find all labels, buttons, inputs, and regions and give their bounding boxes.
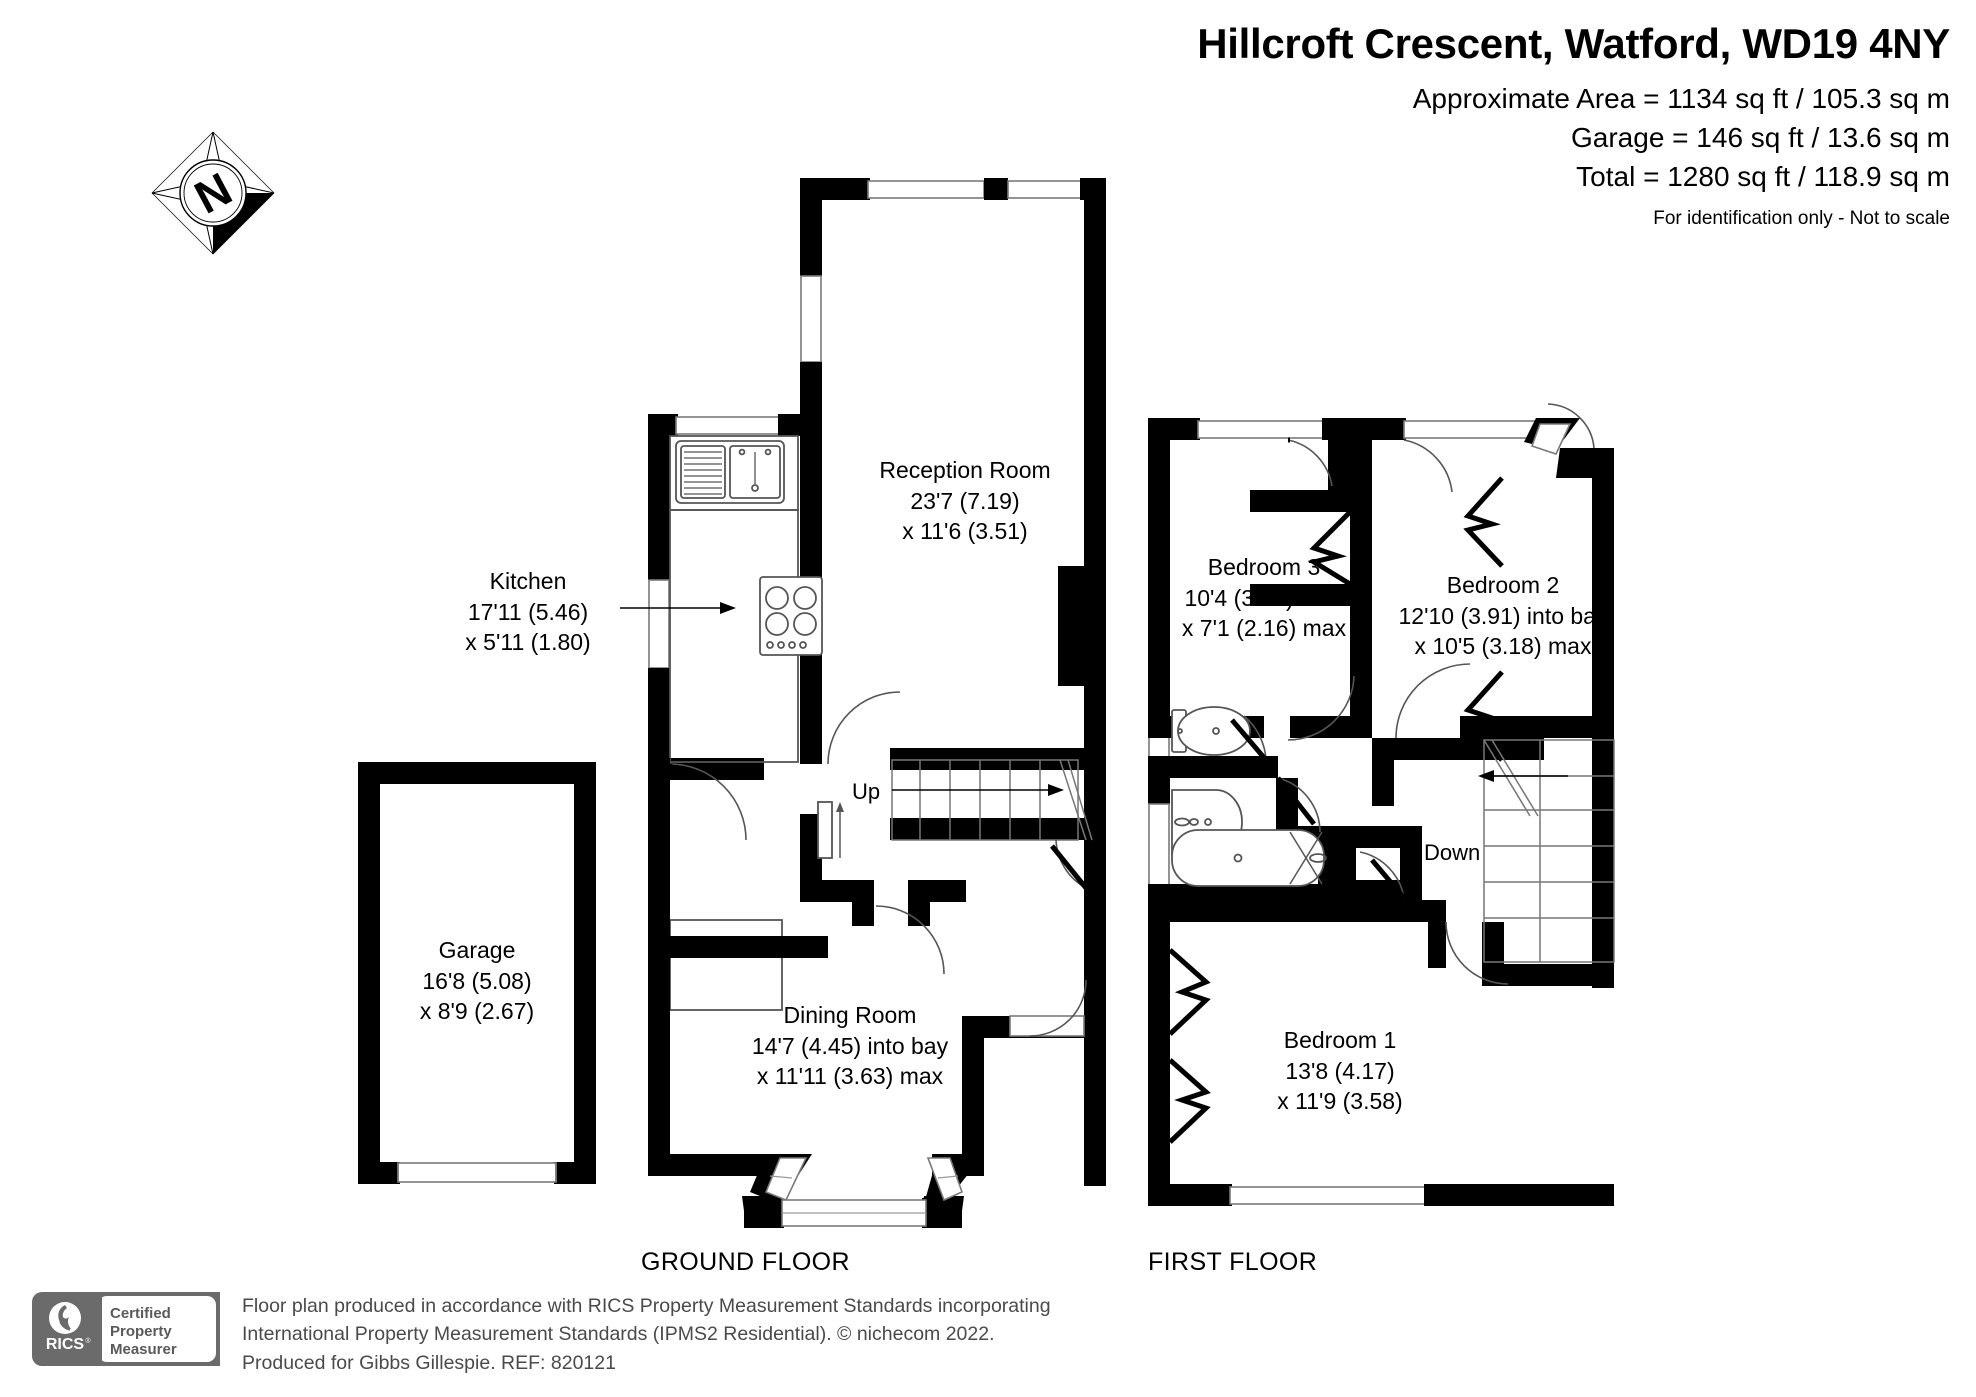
rics-wordmark: RICS <box>46 1336 85 1353</box>
room-label-kitchen: Kitchen 17'11 (5.46) x 5'11 (1.80) <box>428 566 628 658</box>
approximate-area-line: Approximate Area = 1134 sq ft / 105.3 sq… <box>1412 83 1950 115</box>
footer-line-1: Floor plan produced in accordance with R… <box>242 1295 1051 1318</box>
badge-line-certified: Certified <box>110 1305 171 1322</box>
footer-line-2: International Property Measurement Stand… <box>242 1323 995 1346</box>
room-dim1-bedroom-3: 10'4 (3.15) max <box>1184 584 1344 611</box>
ground-floor-doors <box>667 691 1088 1037</box>
room-label-bedroom-1: Bedroom 1 13'8 (4.17) x 11'9 (3.58) <box>1230 1025 1450 1117</box>
footer-disclaimer: Floor plan produced in accordance with R… <box>242 1290 1051 1377</box>
rics-registered-mark: ® <box>85 1337 91 1345</box>
badge-line-property: Property <box>110 1323 172 1340</box>
area-summary: Approximate Area = 1134 sq ft / 105.3 sq… <box>850 81 1950 196</box>
rics-certified-badge: RICS ® Certified Property Measurer <box>32 1292 220 1367</box>
room-name-dining-room: Dining Room <box>783 1002 917 1028</box>
total-area-line: Total = 1280 sq ft / 118.9 sq m <box>1576 160 1950 192</box>
room-dim2-bedroom-3: x 7'1 (2.16) max <box>1181 615 1347 642</box>
stairs-up-graphic <box>891 759 1093 841</box>
sink-basin-icon <box>729 445 781 499</box>
room-label-reception-room: Reception Room 23'7 (7.19) x 11'6 (3.51) <box>840 455 1090 547</box>
room-label-garage: Garage 16'8 (5.08) x 8'9 (2.67) <box>377 935 577 1027</box>
compass-rose: N <box>148 128 278 258</box>
first-floor-partitions <box>1148 440 1614 986</box>
floor-label-first: FIRST FLOOR <box>1148 1248 1318 1276</box>
room-dim2-kitchen: x 5'11 (1.80) <box>465 629 591 656</box>
room-dim1-reception-room: 23'7 (7.19) <box>910 487 1020 514</box>
room-dim2-garage: x 8'9 (2.67) <box>419 998 535 1025</box>
plan-header: Hillcroft Crescent, Watford, WD19 4NY Ap… <box>850 0 1950 230</box>
first-floor-doors <box>1230 403 1595 985</box>
room-dim2-bedroom-1: x 11'9 (3.58) <box>1277 1088 1403 1115</box>
radiator-icon <box>817 801 844 859</box>
room-dim2-bedroom-2: x 10'5 (3.18) max <box>1414 633 1592 660</box>
room-dim1-bedroom-1: 13'8 (4.17) <box>1285 1057 1395 1084</box>
stairs-down-label: Down <box>1424 840 1481 865</box>
room-name-bedroom-3: Bedroom 3 <box>1207 554 1321 580</box>
room-name-garage: Garage <box>438 937 516 963</box>
room-dim1-bedroom-2: 12'10 (3.91) into bay <box>1398 602 1608 629</box>
toilet-icon <box>1171 706 1251 756</box>
bathroom-fixtures <box>1171 706 1327 887</box>
kitchen-fixtures <box>669 435 823 1011</box>
hob-icon <box>759 576 823 656</box>
scale-disclaimer: For identification only - Not to scale <box>1653 207 1950 229</box>
stairs-up-label: Up <box>852 779 881 804</box>
room-name-bedroom-2: Bedroom 2 <box>1446 572 1560 598</box>
plan-footer: RICS ® Certified Property Measurer Floor… <box>32 1290 1051 1377</box>
bathtub-icon <box>1171 829 1327 887</box>
room-dim1-kitchen: 17'11 (5.46) <box>467 598 589 625</box>
room-dim2-reception-room: x 11'6 (3.51) <box>902 518 1028 545</box>
room-label-bedroom-2: Bedroom 2 12'10 (3.91) into bay x 10'5 (… <box>1368 570 1638 662</box>
kitchen-leader-line <box>620 602 736 614</box>
room-name-kitchen: Kitchen <box>489 568 567 594</box>
page-title: Hillcroft Crescent, Watford, WD19 4NY <box>1197 20 1950 67</box>
room-dim1-dining-room: 14'7 (4.45) into bay <box>751 1032 949 1059</box>
garage-area-line: Garage = 146 sq ft / 13.6 sq m <box>1571 121 1950 153</box>
sink-drainer-icon <box>680 445 726 499</box>
room-label-bedroom-3: Bedroom 3 10'4 (3.15) max x 7'1 (2.16) m… <box>1164 552 1364 644</box>
compass-icon: N <box>151 131 275 255</box>
room-name-bedroom-1: Bedroom 1 <box>1283 1027 1397 1053</box>
room-dim2-dining-room: x 11'11 (3.63) max <box>756 1063 944 1090</box>
stairs-down-graphic <box>1478 739 1615 963</box>
basin-icon <box>1171 789 1243 855</box>
badge-line-measurer: Measurer <box>110 1341 177 1358</box>
room-label-dining-room: Dining Room 14'7 (4.45) into bay x 11'11… <box>700 1000 1000 1092</box>
room-dim1-garage: 16'8 (5.08) <box>422 967 532 994</box>
room-name-reception-room: Reception Room <box>879 457 1051 483</box>
footer-line-3: Produced for Gibbs Gillespie. REF: 82012… <box>242 1351 616 1374</box>
floor-label-ground: GROUND FLOOR <box>641 1248 850 1276</box>
rics-lion-crest-icon <box>49 1302 81 1335</box>
